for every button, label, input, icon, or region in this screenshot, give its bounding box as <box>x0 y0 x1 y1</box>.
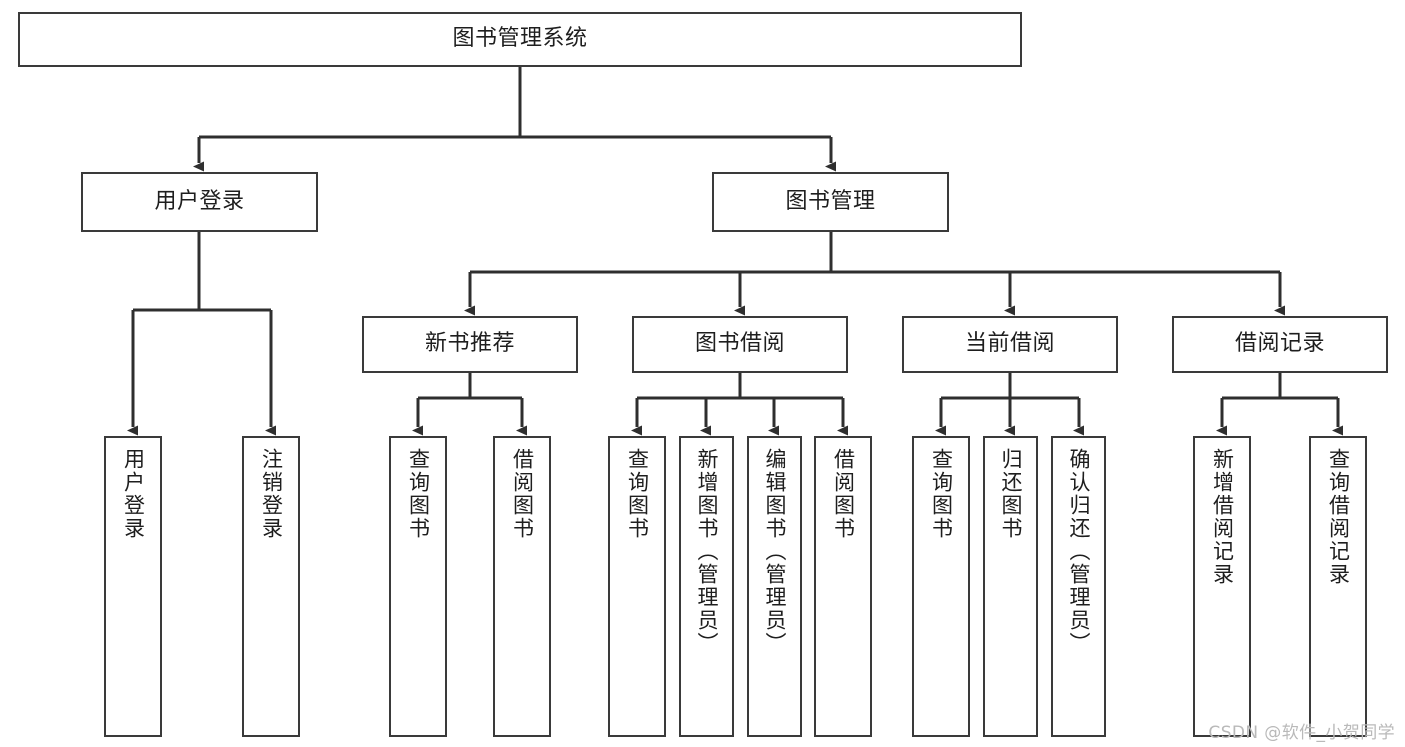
node-user-login-label: 用户登录 <box>154 188 245 214</box>
leaf-book-borrow-edit[interactable]: 编辑图书（管理员） <box>747 436 802 737</box>
leaf-borrow-record-add[interactable]: 新增借阅记录 <box>1193 436 1251 737</box>
leaf-current-borrow-confirm-return-label: 确认归还（管理员） <box>1066 448 1091 655</box>
leaf-current-borrow-return[interactable]: 归还图书 <box>983 436 1038 737</box>
node-borrow-record-label: 借阅记录 <box>1234 331 1325 357</box>
leaf-book-borrow-borrow[interactable]: 借阅图书 <box>814 436 872 737</box>
leaf-borrow-record-query[interactable]: 查询借阅记录 <box>1309 436 1367 737</box>
node-new-book-recommend[interactable]: 新书推荐 <box>362 316 578 373</box>
leaf-book-borrow-borrow-label: 借阅图书 <box>831 448 856 540</box>
node-user-login[interactable]: 用户登录 <box>81 172 318 232</box>
leaf-new-book-query-label: 查询图书 <box>406 448 431 540</box>
node-book-management[interactable]: 图书管理 <box>712 172 949 232</box>
leaf-book-borrow-query-label: 查询图书 <box>625 448 650 540</box>
node-root-label: 图书管理系统 <box>452 26 588 52</box>
leaf-user-login-logout-label: 注销登录 <box>259 448 284 540</box>
leaf-current-borrow-confirm-return[interactable]: 确认归还（管理员） <box>1051 436 1106 737</box>
leaf-user-login-login-label: 用户登录 <box>121 448 146 540</box>
leaf-user-login-login[interactable]: 用户登录 <box>104 436 162 737</box>
leaf-borrow-record-query-label: 查询借阅记录 <box>1326 448 1351 586</box>
leaf-current-borrow-query-label: 查询图书 <box>929 448 954 540</box>
node-borrow-record[interactable]: 借阅记录 <box>1172 316 1388 373</box>
node-current-borrow[interactable]: 当前借阅 <box>902 316 1118 373</box>
csdn-watermark: CSDN @软件_小贺同学 <box>1208 723 1395 743</box>
leaf-current-borrow-query[interactable]: 查询图书 <box>912 436 970 737</box>
leaf-new-book-borrow[interactable]: 借阅图书 <box>493 436 551 737</box>
node-current-borrow-label: 当前借阅 <box>964 331 1055 357</box>
leaf-new-book-query[interactable]: 查询图书 <box>389 436 447 737</box>
node-book-borrow-label: 图书借阅 <box>694 331 785 357</box>
node-new-book-recommend-label: 新书推荐 <box>424 331 515 357</box>
leaf-current-borrow-return-label: 归还图书 <box>998 448 1023 540</box>
leaf-book-borrow-add-label: 新增图书（管理员） <box>694 448 719 655</box>
node-book-management-label: 图书管理 <box>785 188 876 214</box>
node-book-borrow[interactable]: 图书借阅 <box>632 316 848 373</box>
leaf-user-login-logout[interactable]: 注销登录 <box>242 436 300 737</box>
leaf-book-borrow-query[interactable]: 查询图书 <box>608 436 666 737</box>
node-root-book-management-system[interactable]: 图书管理系统 <box>18 12 1022 67</box>
leaf-book-borrow-add[interactable]: 新增图书（管理员） <box>679 436 734 737</box>
leaf-borrow-record-add-label: 新增借阅记录 <box>1210 448 1235 586</box>
leaf-book-borrow-edit-label: 编辑图书（管理员） <box>762 448 787 655</box>
leaf-new-book-borrow-label: 借阅图书 <box>510 448 535 540</box>
